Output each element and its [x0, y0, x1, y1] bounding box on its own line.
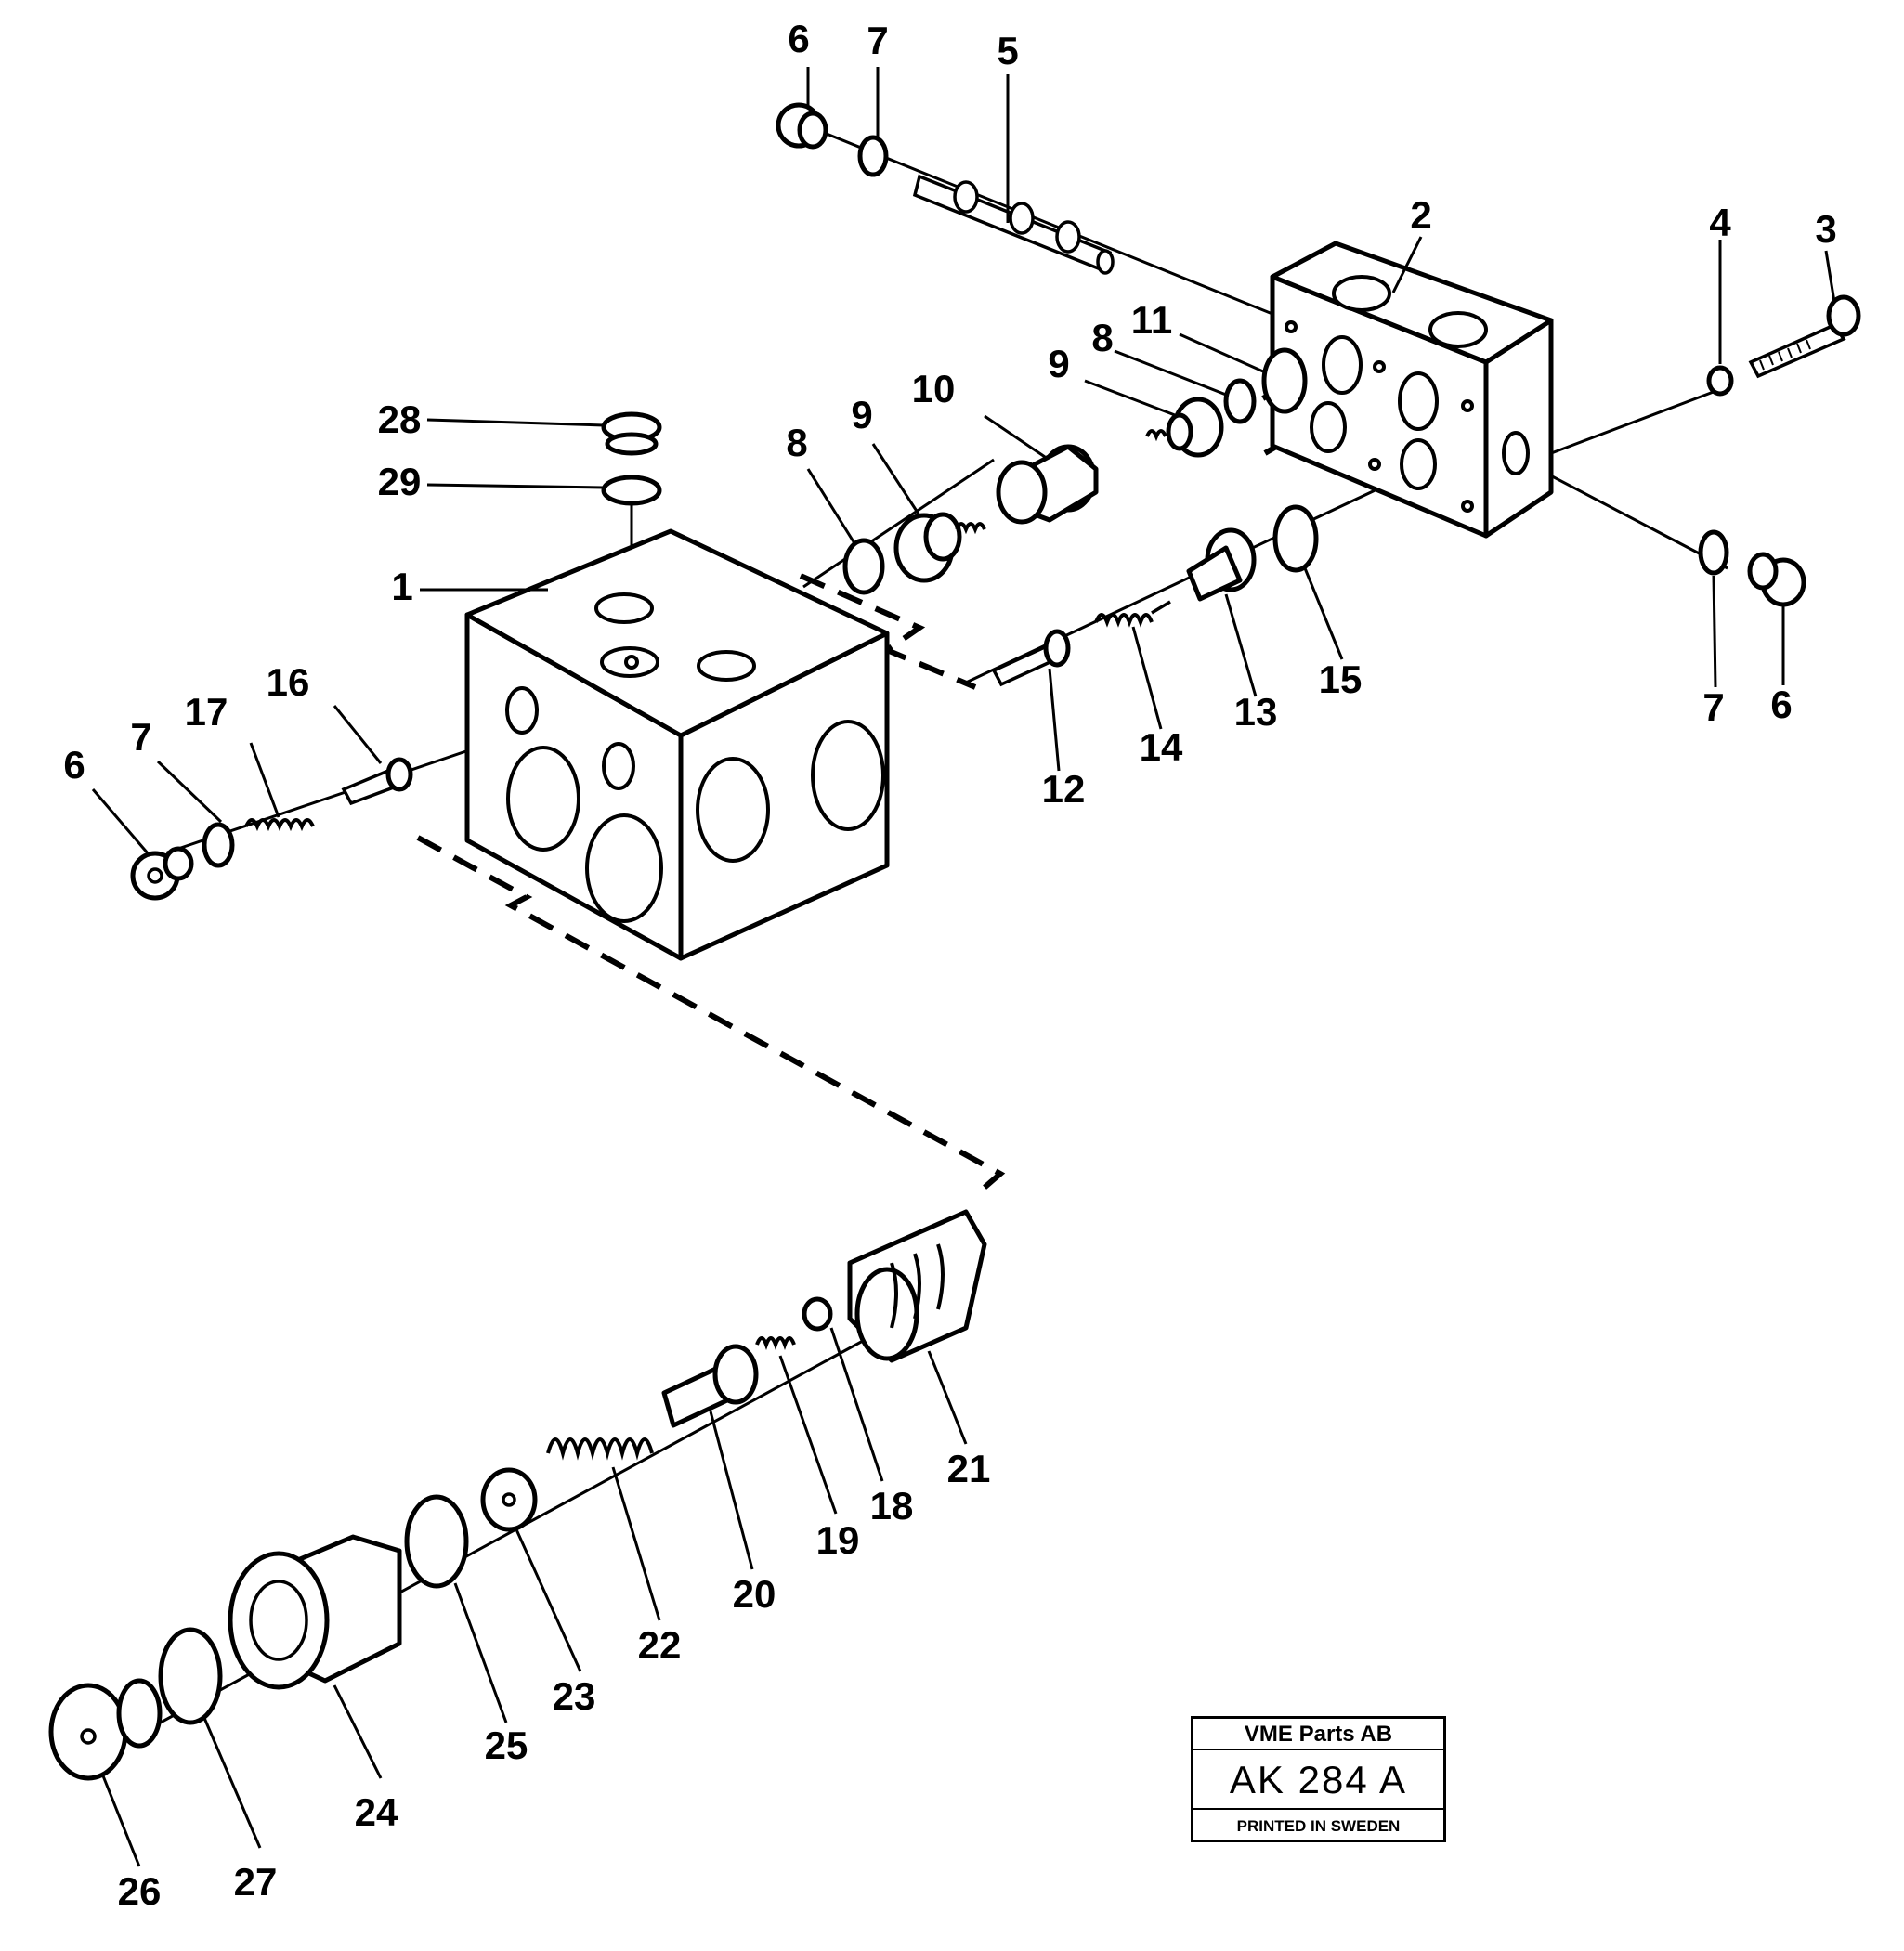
plug-6-left: [130, 846, 194, 901]
o-ring-8-upper: [1223, 378, 1257, 424]
spring-17: [244, 818, 315, 832]
title-block: VME Parts AB AK 284 A PRINTED IN SWEDEN: [1191, 1716, 1446, 1842]
o-ring-8-lower: [842, 538, 885, 595]
callout-26: 26: [118, 1869, 162, 1913]
spring-22: [546, 1437, 654, 1461]
poppet-9-lower: [893, 512, 986, 583]
callout-28: 28: [378, 397, 422, 441]
callout-5: 5: [997, 29, 1018, 72]
seat-13: [1186, 527, 1257, 602]
washer-7-right: [1698, 529, 1729, 576]
plug-28: [601, 411, 662, 456]
callout-10: 10: [912, 367, 956, 410]
washer-23: [480, 1467, 538, 1532]
callout-29: 29: [378, 460, 422, 503]
callout-6: 6: [788, 17, 809, 60]
bolt-3: [1748, 294, 1861, 379]
callout-8: 8: [786, 421, 807, 464]
printed-note: PRINTED IN SWEDEN: [1236, 1817, 1401, 1835]
o-ring-15: [1272, 504, 1319, 573]
callout-9: 9: [851, 393, 872, 436]
callout-18: 18: [870, 1484, 914, 1528]
callout-20: 20: [733, 1572, 776, 1616]
washer-27: [158, 1627, 223, 1725]
callout-13: 13: [1234, 690, 1278, 734]
pin-18: [802, 1296, 833, 1332]
pin-5: [912, 174, 1115, 275]
sleeve-10: [996, 444, 1099, 525]
callout-7: 7: [1702, 685, 1724, 729]
callout-1: 1: [391, 565, 412, 608]
washer-7-left: [202, 822, 235, 868]
plug-6-top: [776, 102, 828, 150]
drawing-code: AK 284 A: [1193, 1750, 1443, 1810]
callout-22: 22: [638, 1623, 682, 1667]
o-ring-11: [1261, 347, 1308, 414]
callout-2: 2: [1410, 193, 1431, 237]
callout-16: 16: [267, 660, 310, 704]
callout-24: 24: [355, 1790, 398, 1834]
callout-21: 21: [947, 1447, 991, 1490]
valve-block-2: [1270, 241, 1554, 539]
callout-27: 27: [234, 1860, 278, 1904]
callout-12: 12: [1042, 767, 1086, 811]
pin-16: [341, 757, 413, 806]
o-ring-25: [404, 1494, 469, 1589]
callout-4: 4: [1709, 201, 1731, 244]
callout-17: 17: [185, 690, 228, 734]
callout-6: 6: [63, 743, 85, 787]
washer-7-top: [857, 135, 889, 177]
callout-8: 8: [1091, 316, 1113, 359]
callout-9: 9: [1048, 342, 1069, 385]
plug-6-right: [1747, 552, 1806, 607]
piston-20: [661, 1344, 759, 1428]
callout-19: 19: [816, 1518, 860, 1562]
washer-29: [601, 475, 662, 506]
poppet-9-upper: [1145, 397, 1224, 458]
callout-6: 6: [1770, 683, 1792, 726]
callout-labels: 6 7 5 2 4 3 11 8 9 10 28 9 8 29 1 16 17 …: [63, 17, 1836, 1913]
callout-7: 7: [130, 715, 151, 759]
callout-11: 11: [1131, 298, 1172, 342]
pilot-21: [847, 1209, 987, 1363]
callout-3: 3: [1815, 207, 1836, 251]
spring-19: [755, 1336, 796, 1350]
pin-12: [991, 629, 1071, 687]
spring-14: [1094, 600, 1171, 628]
callout-14: 14: [1140, 725, 1183, 769]
callout-25: 25: [485, 1723, 528, 1767]
leader-lines: [91, 67, 1836, 1867]
callout-23: 23: [553, 1674, 596, 1718]
plug-26: [48, 1678, 163, 1781]
callout-7: 7: [867, 19, 888, 62]
washer-4: [1706, 365, 1734, 397]
company-name: VME Parts AB: [1193, 1719, 1443, 1750]
valve-block-1: [464, 528, 890, 961]
housing-24: [228, 1534, 402, 1690]
callout-15: 15: [1319, 657, 1363, 701]
